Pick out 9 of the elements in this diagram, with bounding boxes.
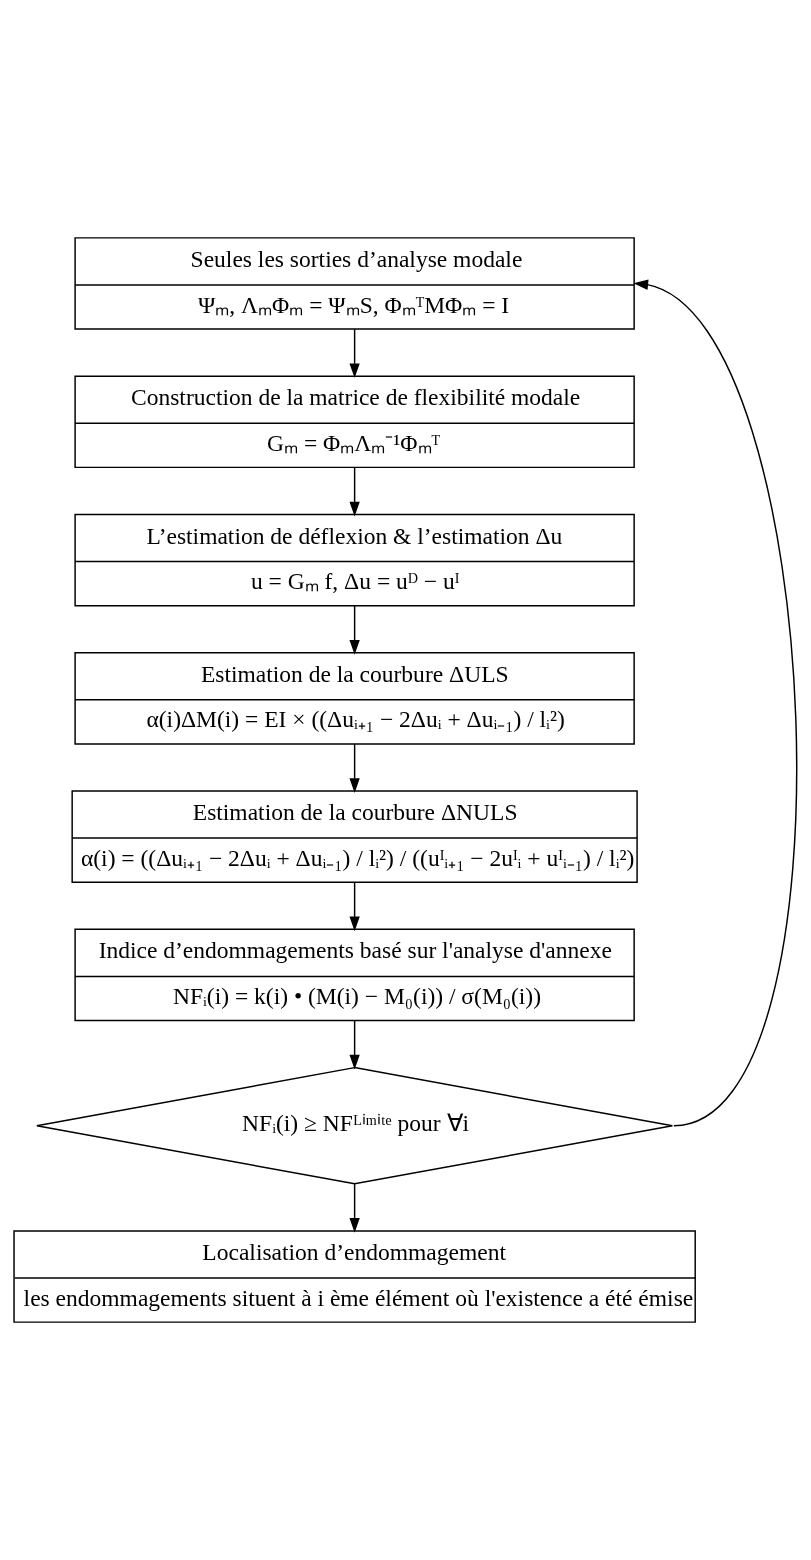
arrow [349,1020,360,1070]
arrow [349,466,360,517]
arrow [349,328,360,379]
arrow [349,605,360,655]
arrow [633,279,797,1127]
node-diamond: NFᵢ(i) ≥ NFᴸⁱᵐⁱᵗᵉ pour ∀i [36,1066,674,1185]
arrow [349,881,360,932]
arrow [349,1183,360,1233]
arrow [349,743,360,793]
